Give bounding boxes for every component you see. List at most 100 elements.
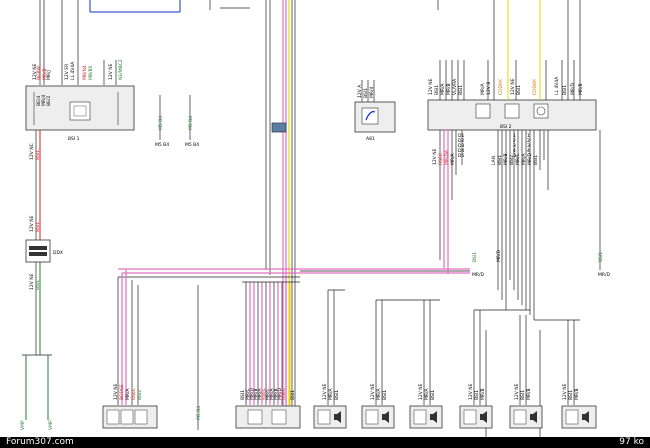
wire-code: BSI1 [474, 390, 480, 400]
wire-code: 12V NE [514, 383, 520, 400]
bottom-module-codes: 12V NE BODSE MR/A RSEC BSI2 BSI1 MR/C MR… [113, 383, 580, 400]
wire-code: MR/D [598, 272, 611, 278]
wire-code: LL 4V4A [70, 61, 76, 80]
module-label: BSI 2 [500, 124, 512, 130]
wire-code: 12V NE [113, 383, 119, 400]
wire-code: 12V NE [428, 78, 434, 95]
wire-code: BSI1 [35, 222, 41, 232]
wire-code: VMP [20, 420, 26, 430]
wire-code: MR/A [125, 387, 131, 400]
wire-code: MR/B [503, 153, 509, 165]
wire-code: MR/J [46, 70, 52, 80]
wire-code: MR/B [578, 83, 584, 95]
wire-code: MR/B [480, 388, 486, 400]
ground-label: M5 B4 [158, 116, 164, 130]
wire-code: 12V NE [432, 148, 438, 165]
box-pin-label: MR/4 [41, 94, 47, 106]
wire-code: MR/B [446, 83, 452, 95]
wire-code: BSI1 [290, 390, 296, 400]
wire-code: BSI1 [458, 85, 464, 95]
wire-code: MB/B0 [88, 65, 94, 80]
wire-code: 12V NE [510, 78, 516, 95]
wire-code: BSI1 [363, 88, 369, 98]
box-pin-label: BE/4 [36, 96, 42, 106]
wire-code: MR/A [257, 387, 263, 400]
wire-code: RSEC [438, 153, 444, 165]
wire-code: 12V NE [32, 63, 38, 80]
connector-ddx [22, 200, 52, 420]
speaker-icon [382, 411, 389, 423]
wire-code: BSI1 [520, 390, 526, 400]
wire-code: 12V NE [370, 383, 376, 400]
pin-label: 1 [513, 133, 516, 139]
wire-code: RSEC [281, 388, 287, 400]
ground-label: M5 B4 [188, 116, 194, 130]
wire-code: BSI1 [568, 390, 574, 400]
wire-code: LL 4V4A [554, 76, 560, 95]
wire-code: BSI1 [382, 390, 388, 400]
speaker-icon [430, 411, 437, 423]
wire-code: 12V ER [64, 64, 70, 80]
wire-code: MR/A [376, 387, 382, 400]
wire-code: 12V A [357, 84, 363, 98]
bottom-modules [102, 405, 597, 429]
pin-label: D1 [458, 133, 464, 139]
wire-code: MR/A [440, 82, 446, 95]
wire-code: MR/A [521, 152, 527, 165]
pin-label: 5 [513, 153, 516, 159]
wire-code: CDDAK [498, 78, 504, 95]
box-pin-label: BE/2 [46, 96, 52, 106]
bottom-wiring [117, 269, 580, 438]
module-label: BSI 1 [68, 136, 80, 142]
pin-label: D3 [458, 143, 464, 149]
speaker-icon [530, 411, 537, 423]
central-harness [89, 0, 470, 410]
pin-label: D4 [458, 148, 464, 154]
bsi2-top-codes: 12V NE BSI1 MR/A MR/B VL/VRA BSI1 MR/A 1… [428, 76, 584, 95]
speaker-icon [582, 411, 589, 423]
wire-code: MR/D [277, 387, 283, 400]
wire-code: CDDAK [532, 78, 538, 95]
bsi2-pins: D1 D2 D3 D4 D5 1 2 3 4 5 1 2 3 4 [458, 133, 530, 159]
ground-label: M5 B4 [185, 142, 199, 148]
wire-code: MR/A [424, 387, 430, 400]
speaker-icon [334, 411, 341, 423]
wire-code: 12V NE [418, 383, 424, 400]
wire-code: BOBW [36, 66, 42, 80]
module-bsi2 [427, 0, 601, 320]
wire-code: BSI1 [497, 155, 503, 165]
wire-code: BSI1 [35, 280, 41, 290]
wire-code: BSI1 [516, 85, 522, 95]
module-a81 [354, 80, 396, 133]
wire-code: MR/C [245, 388, 251, 400]
footer-bar: Forum307.com 97 ko [0, 437, 650, 448]
wire-code: VMP [48, 420, 54, 430]
pin-label: 4 [513, 148, 516, 154]
wire-code: 12V NE [29, 215, 35, 232]
wire-code: MR/D [472, 272, 485, 278]
wire-code: VL/VRA [452, 78, 458, 95]
wire-code: 12V NE [29, 273, 35, 290]
bsi2-under-codes: 12V NE RSEC MR/DA MR/A LAN BSI1 MR/B BSI… [432, 148, 539, 165]
wire-code: BSI1 [334, 390, 340, 400]
wire-code: RSEC [261, 388, 267, 400]
wire-code: 12V NE [468, 383, 474, 400]
pin-label: 3 [527, 143, 530, 149]
speaker-icon [480, 411, 487, 423]
ground-stubs [159, 95, 199, 430]
wire-code: MR/A [480, 82, 486, 95]
wire-code: MR/DA [444, 149, 450, 165]
wire-code: MR/D [570, 82, 576, 95]
wire-code: MR/B [273, 388, 279, 400]
ground-label: M5 B4 [196, 406, 202, 420]
inline-connector [271, 122, 287, 133]
wire-code: RSEC [131, 388, 137, 400]
wire-code: LAN [491, 156, 497, 165]
wire-code: MR/A [328, 387, 334, 400]
wire-code: MR/D [249, 387, 255, 400]
pin-label: 2 [513, 138, 516, 144]
pin-label: 1 [527, 133, 530, 139]
wire-code: BSI1 [434, 85, 440, 95]
wire-code: MR/B [42, 68, 48, 80]
wire-code: BSI1 [533, 155, 539, 165]
